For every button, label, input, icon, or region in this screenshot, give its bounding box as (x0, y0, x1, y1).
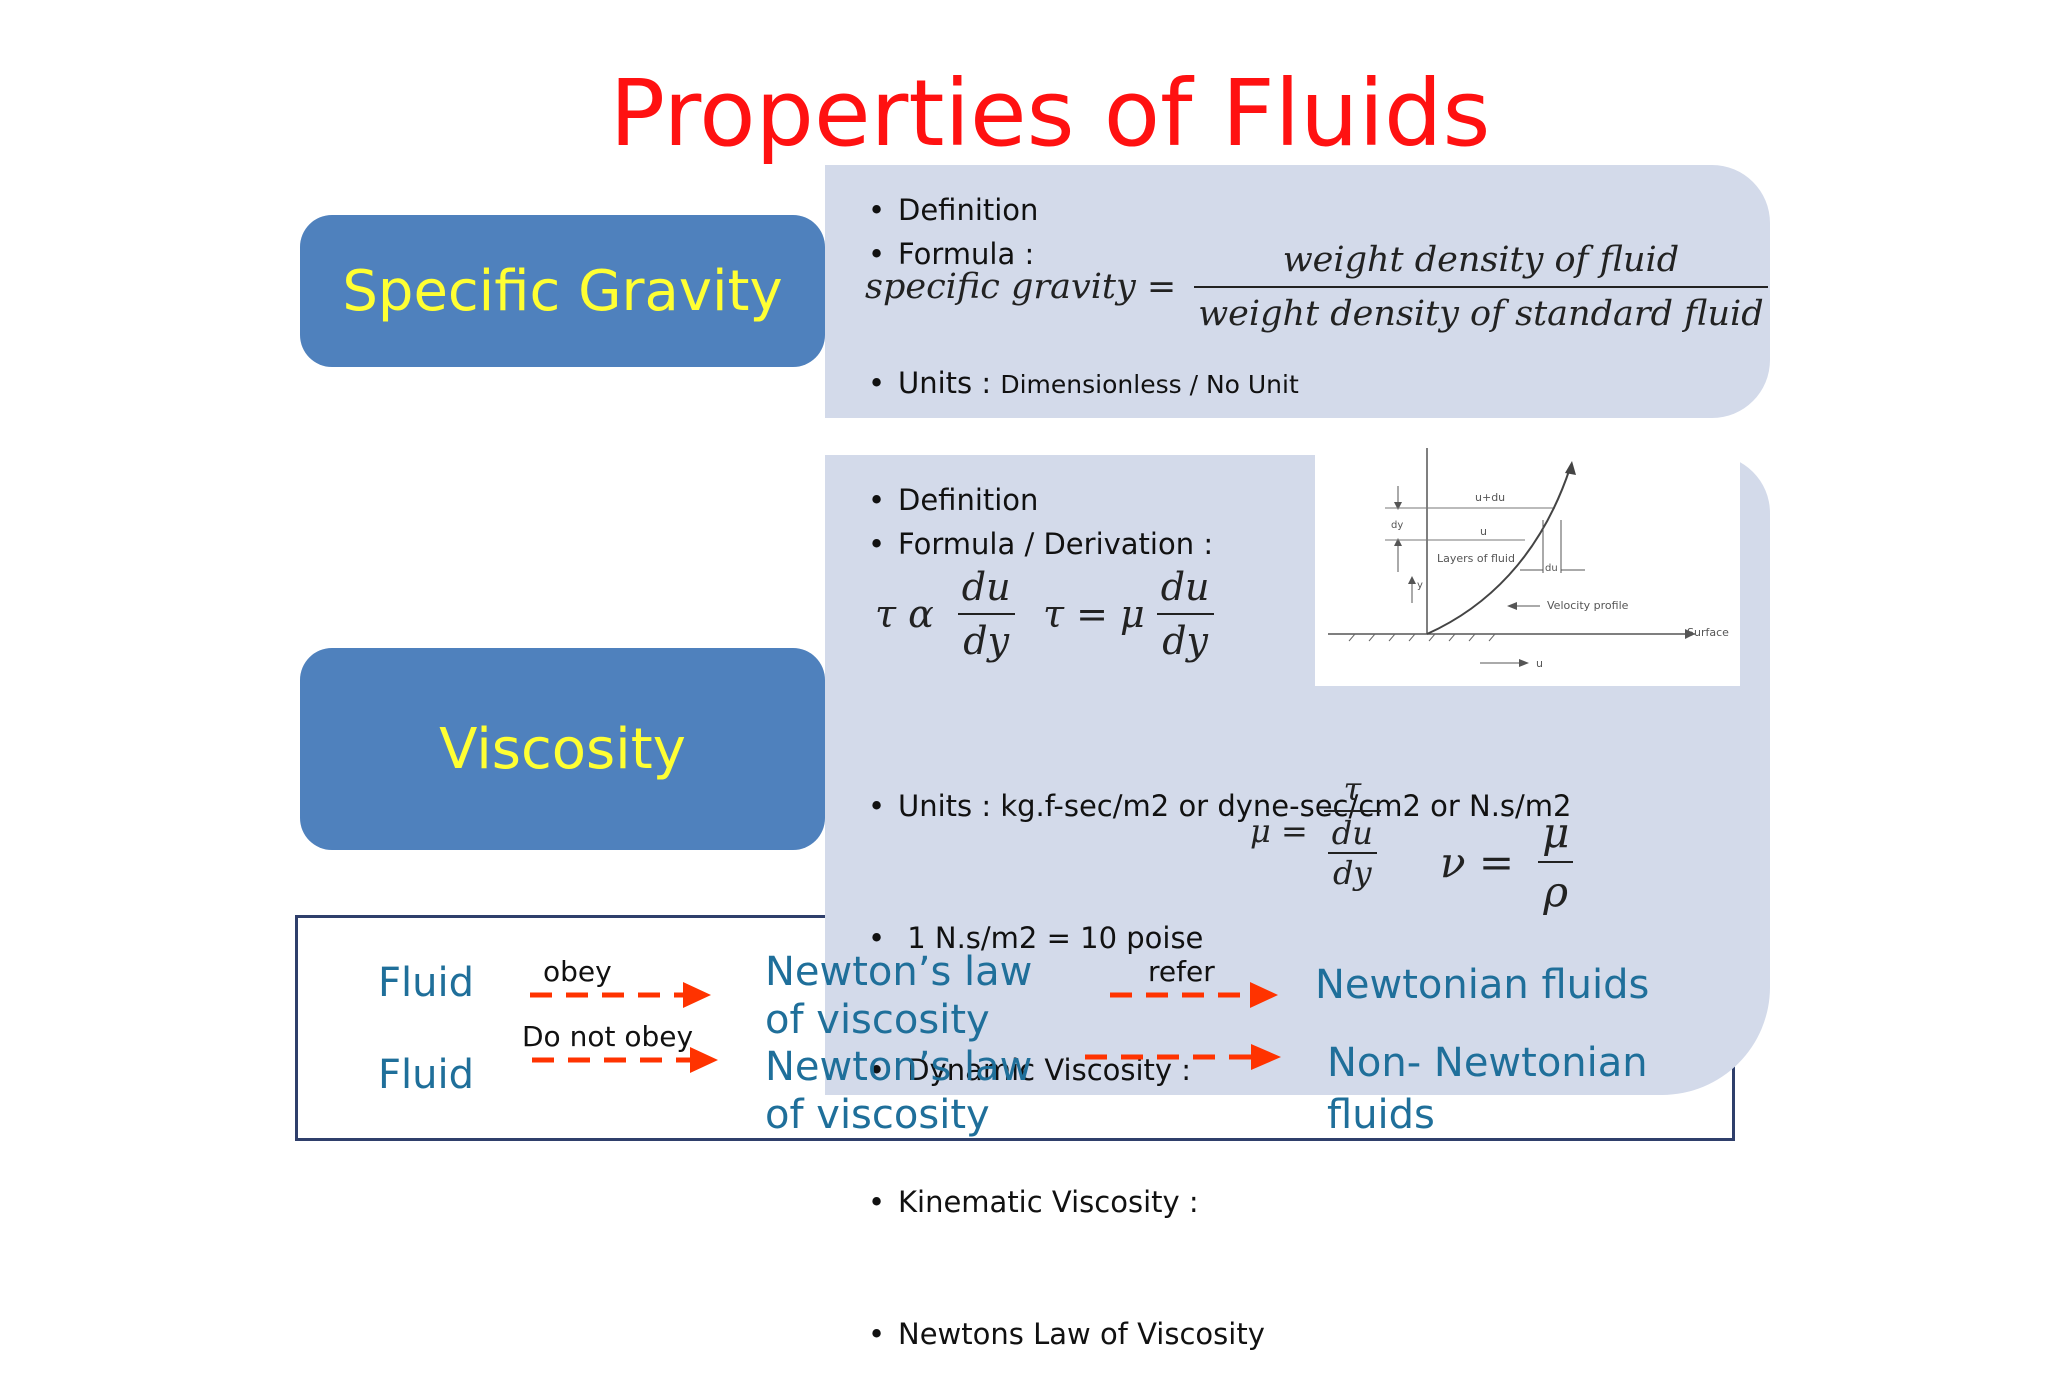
label-surface: Surface (1687, 626, 1729, 639)
list-item: Definition (868, 478, 1213, 522)
specific-gravity-label-box: Specific Gravity (300, 215, 825, 367)
label-du: du (1545, 563, 1558, 574)
arrowhead-icon (690, 1047, 718, 1073)
label-u-bottom: u (1536, 657, 1543, 670)
formula-denominator: weight density of standard fluid (1198, 294, 1764, 334)
viscosity-equation-equal: τ = μ du dy (1043, 565, 1214, 663)
viscosity-label: Viscosity (439, 716, 686, 782)
list-item: Newtons Law of Viscosity (868, 1312, 1572, 1356)
list-item: Units : kg.f-sec/m2 or dyne-sec/cm2 or N… (868, 784, 1572, 828)
flow-refer-label: refer (1148, 955, 1215, 988)
list-item: 1 N.s/m2 = 10 poise (868, 916, 1572, 960)
list-item: Formula / Derivation : (868, 522, 1213, 566)
dy-arrow-down-icon (1394, 502, 1402, 510)
label-layers: Layers of fluid (1437, 552, 1515, 565)
flow-fluid-1: Fluid (378, 960, 474, 1006)
u-arrow-icon (1519, 659, 1529, 667)
arrow-refer (1110, 982, 1278, 1008)
arrowhead-icon (683, 982, 711, 1008)
list-item: Dynamic Viscosity : (868, 1048, 1572, 1092)
list-item: Definition (868, 188, 1038, 232)
list-item: Formula : (868, 232, 1038, 276)
label-u-du: u+du (1475, 491, 1505, 504)
flow-newtonian-fluids: Newtonian fluids (1315, 962, 1650, 1008)
surface-hatching (1348, 633, 1496, 642)
specific-gravity-formula: specific gravity = weight density of flu… (865, 240, 1768, 334)
label-u: u (1480, 525, 1487, 538)
label-velocity-profile: Velocity profile (1547, 599, 1629, 612)
specific-gravity-label: Specific Gravity (342, 258, 783, 324)
viscosity-equation-proportional: τ α du dy (875, 565, 1015, 663)
velocity-profile-arrow-icon (1507, 602, 1517, 610)
arrowhead-icon (1250, 982, 1278, 1008)
velocity-profile-diagram: u+du u dy y Layers of fluid du Velocity … (1315, 448, 1740, 686)
flow-non-newtonian-fluids: Non- Newtonian fluids (1327, 1040, 1648, 1138)
list-item: Kinematic Viscosity : (868, 1180, 1572, 1224)
kinematic-viscosity-formula: ν = μ ρ (1440, 808, 1574, 916)
surface-arrow-icon (1685, 629, 1695, 639)
flow-obey-label: obey (543, 955, 612, 988)
formula-numerator: weight density of fluid (1282, 240, 1680, 280)
dynamic-viscosity-formula: μ = τ du dy (1250, 770, 1381, 892)
label-y: y (1417, 580, 1423, 591)
y-arrow-icon (1408, 576, 1416, 584)
arrow-obey (530, 982, 711, 1008)
dy-arrow-up-icon (1394, 538, 1402, 546)
diagram-background (1315, 448, 1740, 686)
arrow-do-not-obey (532, 1047, 718, 1073)
label-dy: dy (1391, 520, 1403, 531)
units-value: Dimensionless / No Unit (1000, 370, 1299, 399)
velocity-profile-curve (1426, 467, 1571, 635)
flow-fluid-2: Fluid (378, 1052, 474, 1098)
specific-gravity-units: • Units : Dimensionless / No Unit (868, 366, 1299, 400)
formula-lhs: specific gravity = (865, 267, 1177, 307)
curve-arrow-icon (1565, 461, 1576, 475)
formula-fraction: weight density of fluid weight density o… (1194, 240, 1768, 334)
specific-gravity-bullets: Definition Formula : (868, 188, 1038, 276)
arrowhead-icon (1251, 1044, 1281, 1070)
arrow-non-newtonian (1085, 1044, 1281, 1070)
page-title: Properties of Fluids (609, 60, 1491, 167)
viscosity-bullets-top: Definition Formula / Derivation : (868, 478, 1213, 566)
flow-law-1: Newton’s law of viscosity (765, 949, 1033, 1043)
viscosity-label-box: Viscosity (300, 648, 825, 850)
flow-do-not-obey-label: Do not obey (522, 1020, 694, 1053)
units-label: Units : (898, 366, 1001, 400)
flow-law-2: Newton’s law of viscosity (765, 1044, 1033, 1138)
